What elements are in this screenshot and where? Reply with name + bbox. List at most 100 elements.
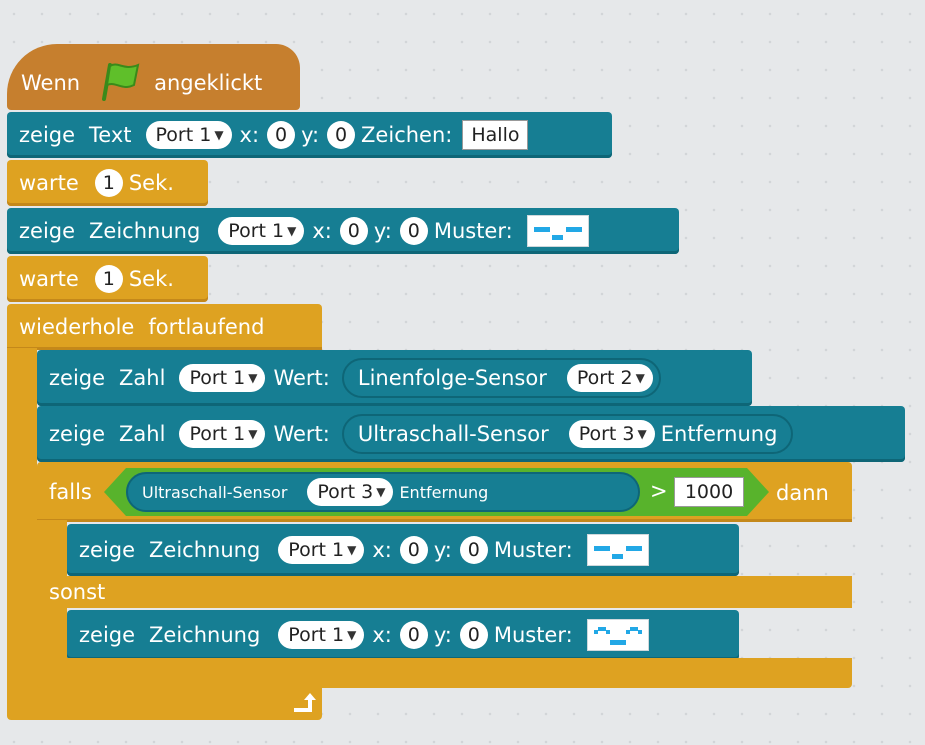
y-input[interactable]: 0 (399, 217, 428, 245)
when-label: Wenn (21, 71, 81, 95)
x-label: x: (239, 123, 260, 147)
forever-label: fortlaufend (148, 315, 265, 339)
dropdown-arrow-icon: ▼ (248, 371, 258, 385)
led-pattern-editor[interactable] (586, 619, 649, 651)
when-flag-clicked-block[interactable]: Wenn angeklickt (7, 44, 300, 110)
y-label: y: (373, 219, 392, 243)
y-input[interactable]: 0 (459, 536, 488, 564)
wait-label: warte (19, 171, 79, 195)
x-input[interactable]: 0 (399, 536, 428, 564)
show-label: zeige (79, 538, 136, 562)
sensor-port-value: Port 2 (576, 367, 633, 389)
sensor-port-dropdown[interactable]: Port 2▼ (566, 364, 653, 392)
forever-loop-footer[interactable] (7, 688, 322, 720)
dropdown-arrow-icon: ▼ (214, 128, 224, 142)
show-drawing-block[interactable]: zeige Zeichnung Port 1▼ x: 0 y: 0 Muster… (7, 208, 679, 254)
show-label: zeige (19, 123, 76, 147)
dropdown-arrow-icon: ▼ (637, 427, 647, 441)
port-dropdown[interactable]: Port 1▼ (179, 420, 266, 448)
port-value: Port 1 (189, 423, 246, 445)
text-label: Text (89, 123, 132, 147)
y-label: y: (433, 623, 452, 647)
show-number-block[interactable]: zeige Zahl Port 1▼ Wert: Linenfolge-Sens… (37, 350, 752, 406)
show-label: zeige (49, 366, 106, 390)
led-pattern-editor[interactable] (526, 215, 589, 247)
dropdown-arrow-icon: ▼ (347, 543, 357, 557)
port-dropdown[interactable]: Port 1▼ (145, 121, 232, 149)
pattern-label: Muster: (433, 219, 513, 243)
x-label: x: (312, 219, 332, 243)
y-input[interactable]: 0 (327, 121, 356, 149)
show-label: zeige (19, 219, 76, 243)
port-dropdown[interactable]: Port 1▼ (218, 217, 305, 245)
dropdown-arrow-icon: ▼ (347, 628, 357, 642)
else-label: sonst (49, 580, 106, 604)
if-label: falls (49, 480, 92, 504)
repeat-label: wiederhole (19, 315, 135, 339)
show-text-block[interactable]: zeige Text Port 1▼ x: 0 y: 0 Zeichen: Ha… (7, 112, 612, 158)
sensor-port-value: Port 3 (578, 423, 635, 445)
else-bar: sonst (37, 576, 852, 608)
sensor-port-dropdown[interactable]: Port 3▼ (568, 420, 655, 448)
sensor-label: Linenfolge-Sensor (357, 366, 547, 390)
show-drawing-block[interactable]: zeige Zeichnung Port 1▼ x: 0 y: 0 Muster… (67, 610, 739, 660)
forever-loop-block[interactable]: wiederhole fortlaufend (7, 304, 322, 350)
sensor-port-value: Port 3 (317, 481, 374, 503)
ultrasonic-sensor-reporter[interactable]: Ultraschall-Sensor Port 3▼ Entfernung (341, 414, 794, 454)
wait-block[interactable]: warte 1 Sek. (7, 160, 208, 206)
if-else-footer (37, 658, 852, 688)
port-value: Port 1 (288, 539, 345, 561)
sensor-port-dropdown[interactable]: Port 3▼ (307, 478, 393, 506)
drawing-label: Zeichnung (149, 623, 261, 647)
x-label: x: (372, 623, 392, 647)
value-label: Wert: (273, 366, 330, 390)
threshold-input[interactable]: 1000 (674, 477, 744, 507)
x-input[interactable]: 0 (267, 121, 296, 149)
wait-seconds-input[interactable]: 1 (94, 169, 123, 197)
seconds-label: Sek. (128, 171, 174, 195)
clicked-label: angeklickt (154, 71, 263, 95)
x-label: x: (372, 538, 392, 562)
port-value: Port 1 (228, 220, 285, 242)
show-number-block[interactable]: zeige Zahl Port 1▼ Wert: Ultraschall-Sen… (37, 406, 905, 462)
chars-input[interactable]: Hallo (462, 120, 529, 150)
seconds-label: Sek. (128, 267, 174, 291)
y-label: y: (301, 123, 320, 147)
drawing-label: Zeichnung (89, 219, 201, 243)
measure-label: Entfernung (660, 422, 778, 446)
port-dropdown[interactable]: Port 1▼ (278, 536, 365, 564)
port-dropdown[interactable]: Port 1▼ (179, 364, 266, 392)
x-input[interactable]: 0 (399, 621, 428, 649)
sensor-label: Ultraschall-Sensor (357, 422, 549, 446)
x-input[interactable]: 0 (339, 217, 368, 245)
green-flag-icon (98, 61, 142, 106)
dropdown-arrow-icon: ▼ (248, 427, 258, 441)
show-drawing-block[interactable]: zeige Zeichnung Port 1▼ x: 0 y: 0 Muster… (67, 524, 739, 576)
pattern-label: Muster: (493, 623, 573, 647)
line-follower-sensor-reporter[interactable]: Linenfolge-Sensor Port 2▼ (341, 358, 661, 398)
then-label: dann (776, 481, 829, 505)
show-label: zeige (49, 422, 106, 446)
sensor-label: Ultraschall-Sensor (142, 482, 288, 502)
greater-than-operator: > (650, 479, 668, 503)
number-label: Zahl (119, 366, 166, 390)
show-label: zeige (79, 623, 136, 647)
port-value: Port 1 (189, 367, 246, 389)
ultrasonic-sensor-reporter[interactable]: Ultraschall-Sensor Port 3▼ Entfernung (126, 472, 640, 512)
port-dropdown[interactable]: Port 1▼ (278, 621, 365, 649)
value-label: Wert: (273, 422, 330, 446)
port-value: Port 1 (288, 624, 345, 646)
dropdown-arrow-icon: ▼ (635, 371, 645, 385)
dropdown-arrow-icon: ▼ (287, 224, 297, 238)
y-label: y: (433, 538, 452, 562)
forever-loop-arm (7, 348, 37, 690)
y-input[interactable]: 0 (459, 621, 488, 649)
comparison-operator[interactable]: Ultraschall-Sensor Port 3▼ Entfernung > … (104, 468, 769, 516)
measure-label: Entfernung (399, 482, 489, 502)
wait-block[interactable]: warte 1 Sek. (7, 256, 208, 302)
wait-seconds-input[interactable]: 1 (94, 265, 123, 293)
dropdown-arrow-icon: ▼ (376, 485, 386, 499)
loop-arrow-icon (292, 692, 318, 718)
led-pattern-editor[interactable] (586, 534, 649, 566)
port-value: Port 1 (155, 124, 212, 146)
